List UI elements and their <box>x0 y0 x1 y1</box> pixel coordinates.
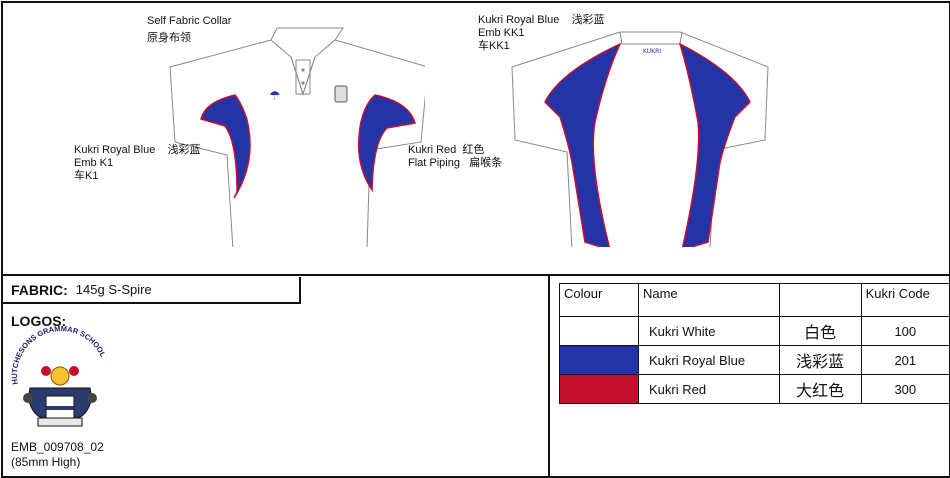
header-blank <box>778 283 862 317</box>
fabric-label: FABRIC: <box>11 281 68 298</box>
section-divider <box>1 274 949 276</box>
colour-name: Kukri Red <box>637 374 780 404</box>
logo-code: EMB_009708_02 <box>11 440 104 454</box>
logos-title: LOGOS: <box>11 313 67 329</box>
front-shirt-illustration: ☂ <box>169 27 425 247</box>
left-panel-label: Kukri Royal Blue 浅彩蓝 Emb K1 车K1 <box>74 144 201 182</box>
back-panel-label: Kukri Royal Blue 浅彩蓝 Emb KK1 车KK1 <box>478 14 605 52</box>
colour-table: Colour Name Kukri Code Kukri White 白色 10… <box>559 283 950 404</box>
colour-name-cn: 浅彩蓝 <box>778 345 862 375</box>
table-row: Kukri Red 大红色 300 <box>559 374 950 404</box>
colour-code: 201 <box>860 345 950 375</box>
colour-swatch <box>559 345 639 375</box>
header-kukri-code: Kukri Code <box>860 283 950 317</box>
colour-table-header: Colour Name Kukri Code <box>559 283 950 317</box>
colour-code: 100 <box>860 316 950 346</box>
back-shirt-illustration: KUKRI <box>511 31 769 247</box>
logo-spec: EMB_009708_02 (85mm High) <box>11 440 104 470</box>
header-name: Name <box>637 283 780 317</box>
school-crest-logo: HUTCHESONS GRAMMAR SCHOOL <box>10 326 108 427</box>
svg-text:KUKRI: KUKRI <box>643 48 661 55</box>
svg-text:☂: ☂ <box>269 89 281 104</box>
colour-name: Kukri Royal Blue <box>637 345 780 375</box>
colour-name-cn: 白色 <box>778 316 862 346</box>
colour-code: 300 <box>860 374 950 404</box>
bottom-divider <box>548 275 550 476</box>
colour-name: Kukri White <box>637 316 780 346</box>
piping-label: Kukri Red 红色 Flat Piping 扁喉条 <box>408 144 503 169</box>
fabric-value: 145g S-Spire <box>75 282 152 297</box>
header-colour: Colour <box>559 283 639 317</box>
table-row: Kukri White 白色 100 <box>559 316 950 346</box>
logo-size: (85mm High) <box>11 455 81 469</box>
fabric-box: FABRIC: 145g S-Spire <box>3 277 301 304</box>
colour-name-cn: 大红色 <box>778 374 862 404</box>
colour-swatch <box>559 316 639 346</box>
collar-label: Self Fabric Collar 原身布领 <box>147 15 232 44</box>
colour-swatch <box>559 374 639 404</box>
table-row: Kukri Royal Blue 浅彩蓝 201 <box>559 345 950 375</box>
